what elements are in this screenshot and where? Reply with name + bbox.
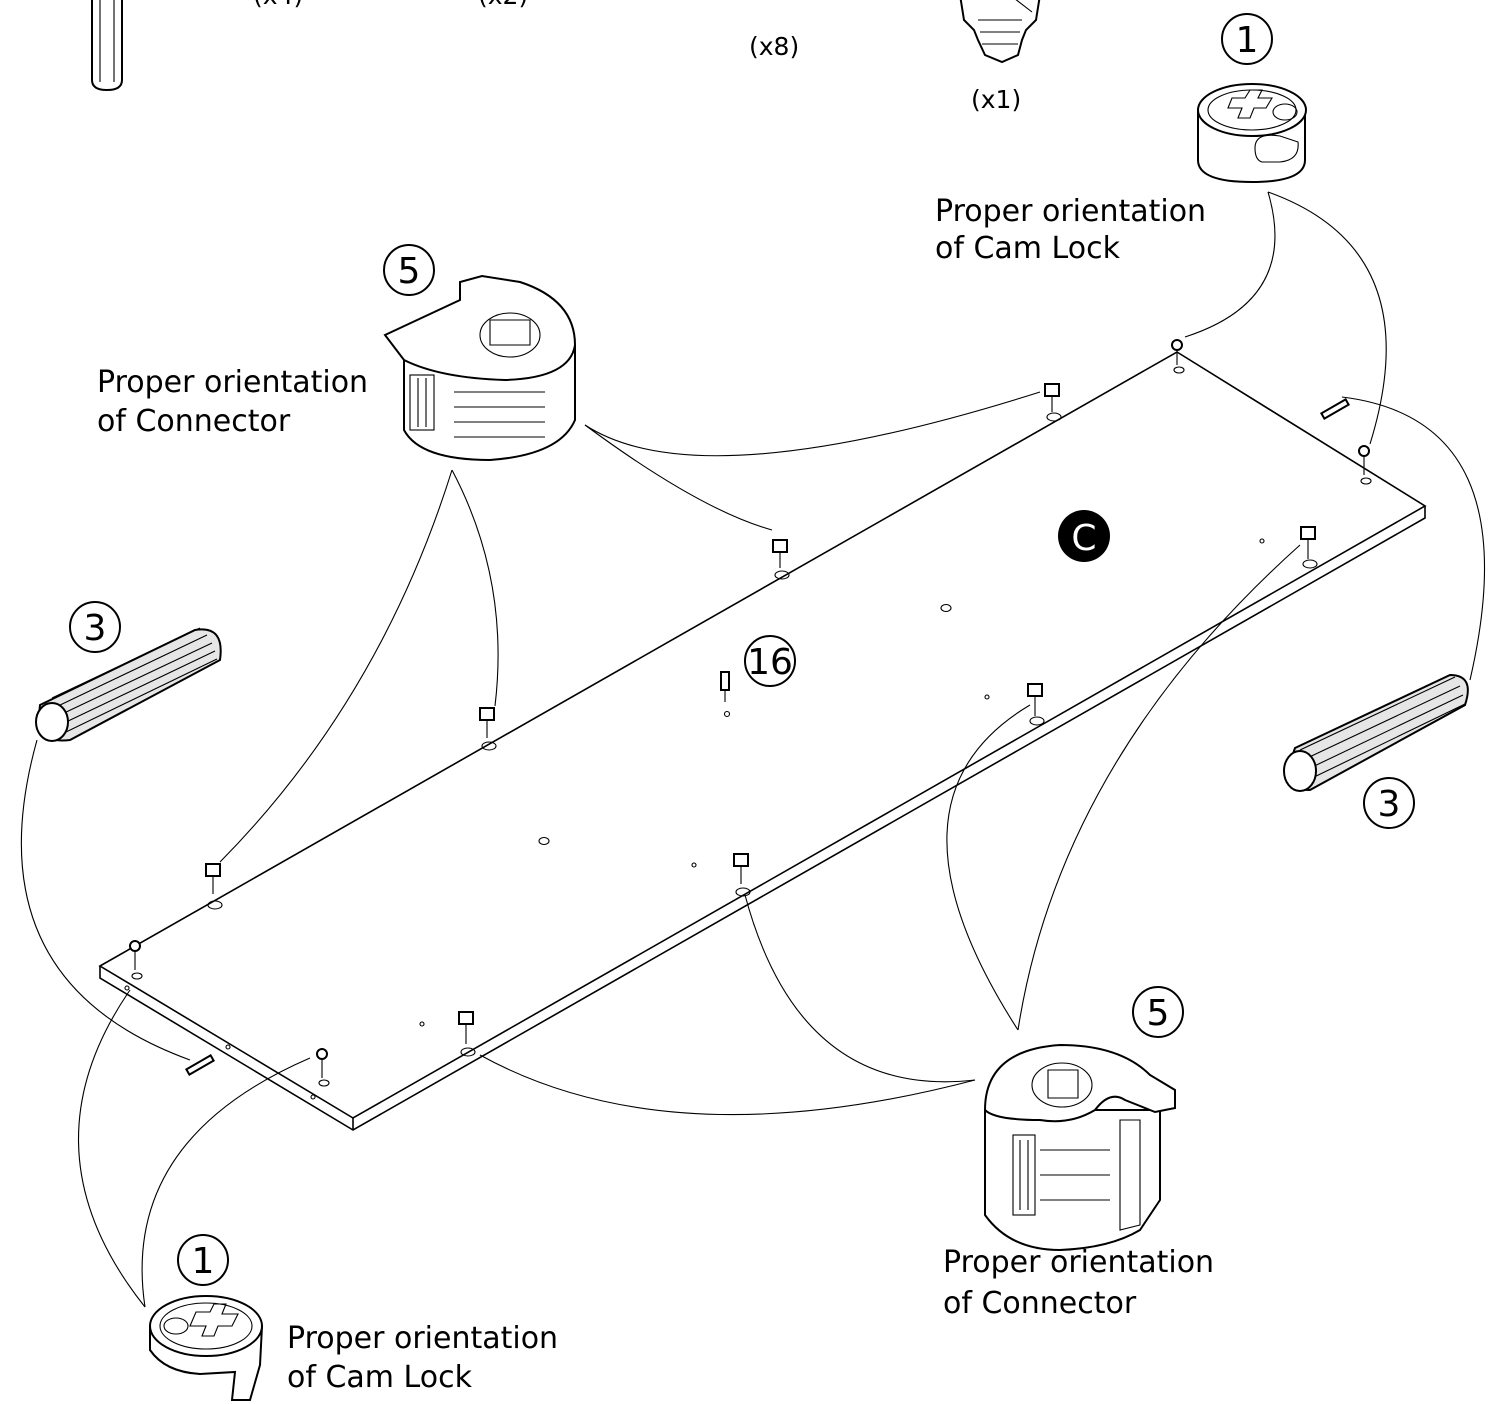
dowel-partial-top	[91, 0, 123, 92]
part-number-screw: 16	[747, 642, 793, 683]
panel-c	[98, 351, 1427, 1131]
cam-lock-label-top-line1: Proper orientation	[935, 194, 1206, 229]
cam-lock-label-bottom-line1: Proper orientation	[287, 1321, 558, 1356]
leader-lines	[20, 191, 1486, 1308]
quantity-x1: (x1)	[971, 85, 1021, 114]
part-number-connector-top: 5	[398, 251, 421, 292]
cam-lock-detail-bottom-left: 1	[149, 1234, 264, 1401]
quantity-x8: (x8)	[749, 32, 799, 61]
connector-label-bottom: Proper orientation of Connector	[943, 1245, 1224, 1321]
connector-label-top-line1: Proper orientation	[97, 365, 368, 400]
part-number-cam-lock-top: 1	[1236, 20, 1259, 61]
bolt-partial-top	[959, 0, 1041, 64]
panel-holes	[124, 538, 1265, 1100]
connector-label-top-line2: of Connector	[97, 404, 291, 439]
connector-label-bottom-line2: of Connector	[943, 1286, 1137, 1321]
dowel-detail-right: 3	[1283, 673, 1469, 829]
part-number-cam-lock-bottom: 1	[192, 1241, 215, 1282]
cam-lock-detail-top-right: 1	[1197, 13, 1307, 184]
quantity-x4: (x4)	[253, 0, 303, 10]
dowel-detail-left: 3	[35, 601, 222, 742]
cam-lock-label-top-line2: of Cam Lock	[935, 231, 1121, 266]
connector-detail-bottom-right: 5	[983, 986, 1184, 1252]
part-number-connector-bottom: 5	[1147, 993, 1170, 1034]
connector-label-top: Proper orientation of Connector	[97, 365, 378, 439]
quantity-x2: (x2)	[478, 0, 528, 10]
cam-lock-label-top: Proper orientation of Cam Lock	[935, 194, 1216, 266]
cam-lock-label-bottom: Proper orientation of Cam Lock	[287, 1321, 568, 1395]
panel-badge-c: C	[1058, 510, 1110, 562]
panel-connectors	[129, 339, 1372, 1087]
part-number-dowel-left: 3	[84, 608, 107, 649]
cam-lock-label-bottom-line2: of Cam Lock	[287, 1360, 473, 1395]
part-number-dowel-right: 3	[1378, 784, 1401, 825]
connector-detail-top-left: 5	[383, 244, 577, 462]
connector-label-bottom-line1: Proper orientation	[943, 1245, 1214, 1280]
screw-callout-16: 16	[744, 635, 796, 687]
panel-letter: C	[1071, 518, 1096, 559]
